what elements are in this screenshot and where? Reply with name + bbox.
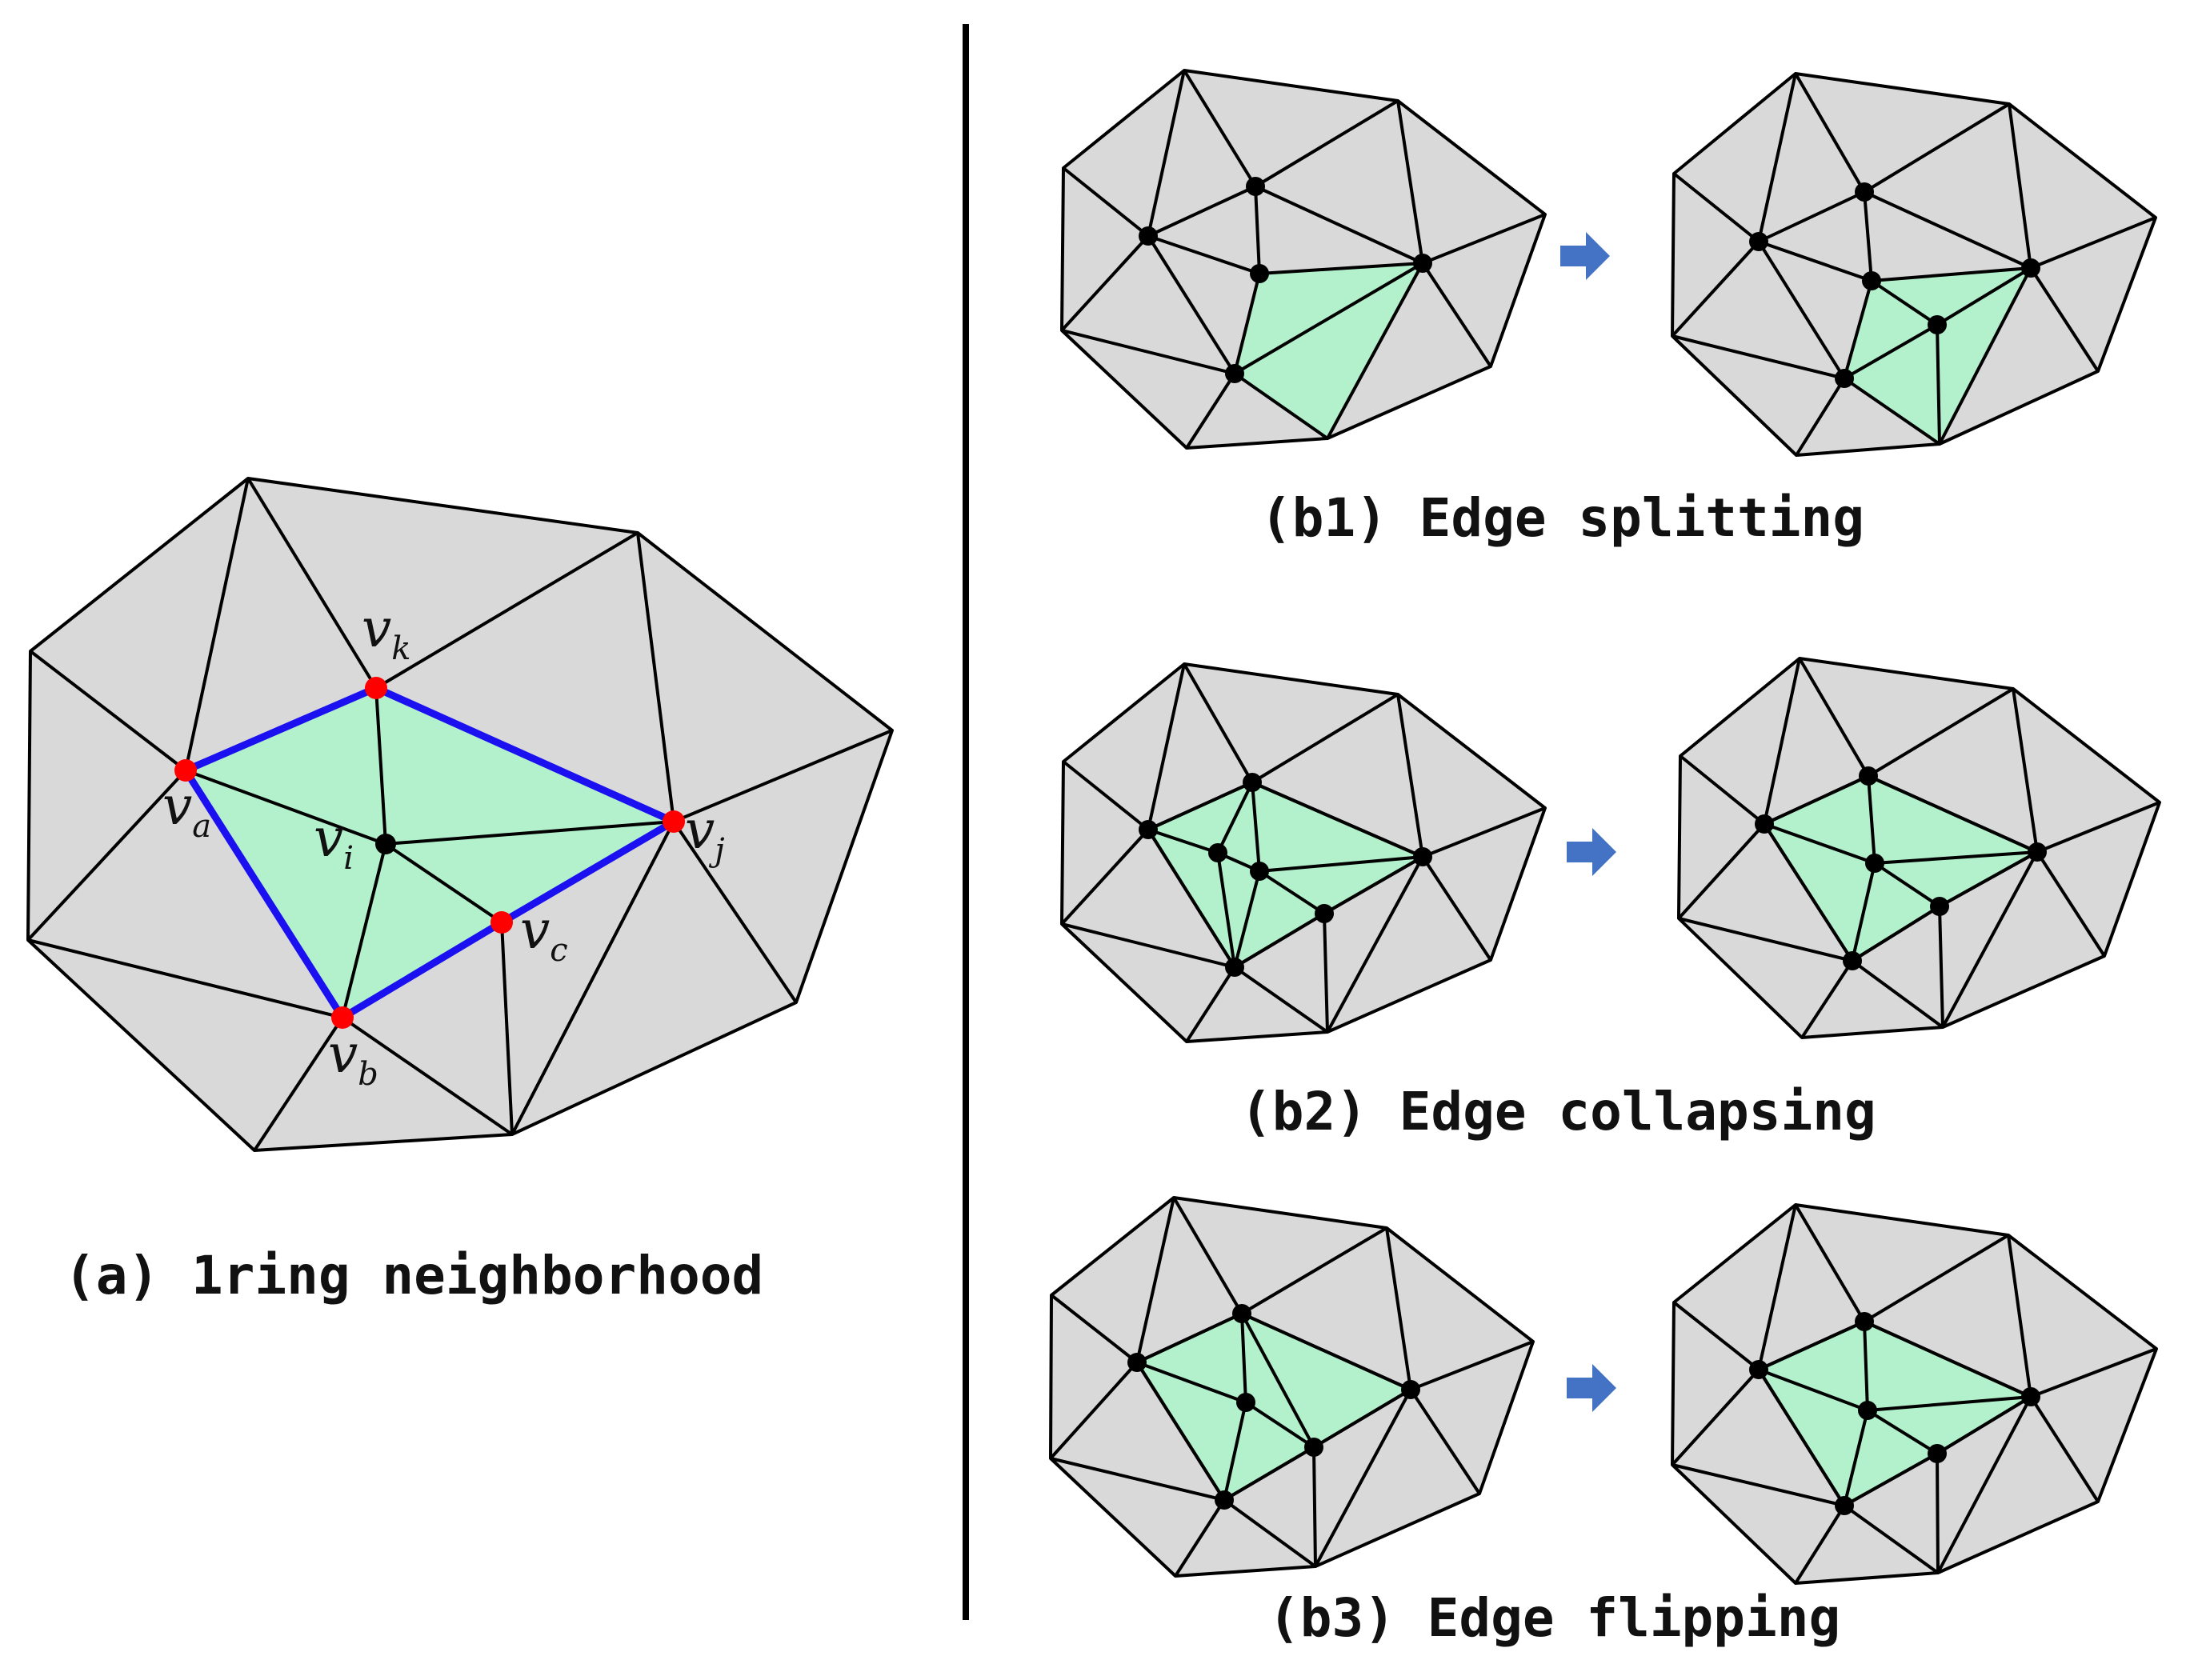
vertex-vj	[663, 810, 685, 833]
vertex-vi	[375, 834, 396, 854]
one-ring-boundary	[182, 684, 678, 1022]
panel-b1-before-vertices	[1139, 177, 1432, 383]
label-vb: vb	[328, 1023, 378, 1093]
panel-b1-before-mesh	[1060, 69, 1547, 450]
panel-a-vertices	[174, 677, 685, 1029]
caption-b3: (b3) Edge flipping	[1268, 1587, 1840, 1649]
panel-b1-after-mesh	[1671, 72, 2157, 457]
label-vc: vc	[520, 899, 568, 969]
panel-a-labels: vk va vi vj vc vb	[162, 598, 725, 1093]
panel-b1-after-vertices	[1749, 182, 2040, 388]
panel-b2-before-mesh	[1060, 662, 1547, 1043]
vertex-vk	[365, 677, 387, 699]
panel-b2-after-mesh	[1677, 657, 2161, 1039]
panel-b2-after-vertices	[1755, 766, 2047, 970]
label-vi: vi	[314, 807, 354, 877]
vertex-vc	[490, 911, 513, 934]
label-va: va	[162, 775, 211, 845]
arrow-icon	[1560, 232, 1610, 280]
arrow-icon	[1567, 828, 1616, 876]
label-vk: vk	[362, 598, 411, 667]
panel-b3-after-vertices	[1749, 1312, 2040, 1515]
panel-b2-before-vertices	[1139, 773, 1432, 977]
caption-b2: (b2) Edge collapsing	[1240, 1081, 1876, 1142]
vertex-vb	[331, 1006, 354, 1029]
highlight-region	[1233, 262, 1424, 440]
vertex-va	[174, 759, 197, 782]
panel-b3-before-mesh	[1049, 1196, 1535, 1578]
arrow-icon	[1567, 1364, 1616, 1412]
panel-a-mesh	[26, 477, 894, 1152]
panel-b3-after-mesh	[1671, 1203, 2158, 1585]
panel-b3-before-vertices	[1127, 1304, 1420, 1510]
label-vj: vj	[685, 799, 725, 869]
caption-b1: (b1) Edge splitting	[1260, 487, 1864, 549]
mesh-edges	[26, 477, 893, 1152]
caption-a: (a) 1ring neighborhood	[64, 1245, 763, 1306]
